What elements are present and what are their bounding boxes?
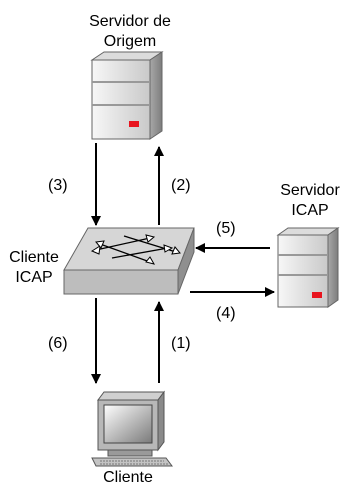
origin-server-label-line2: Origem [104,33,156,50]
origin-server-indicator [129,121,139,127]
step-2-label: (2) [171,177,191,194]
switch-icon [63,227,195,295]
monitor-screen [103,404,153,444]
icap-server-indicator [312,292,322,298]
icap-server-label-line1: Servidor [280,182,340,199]
step-4-label: (4) [216,305,236,322]
step-3-label: (3) [48,177,68,194]
keyboard [91,457,173,467]
icap-client-label-line1: Cliente [9,249,59,266]
step-6-label: (6) [48,335,68,352]
step-5-label: (5) [216,220,236,237]
origin-server-label-line1: Servidor de [89,13,171,30]
icap-client-label-line2: ICAP [15,269,52,286]
icap-server-label-line2: ICAP [291,202,328,219]
step-1-label: (1) [171,335,191,352]
client-label: Cliente [103,469,153,486]
icap-server-icon [276,227,340,308]
origin-server-icon [90,51,164,140]
workstation-icon [91,390,173,467]
